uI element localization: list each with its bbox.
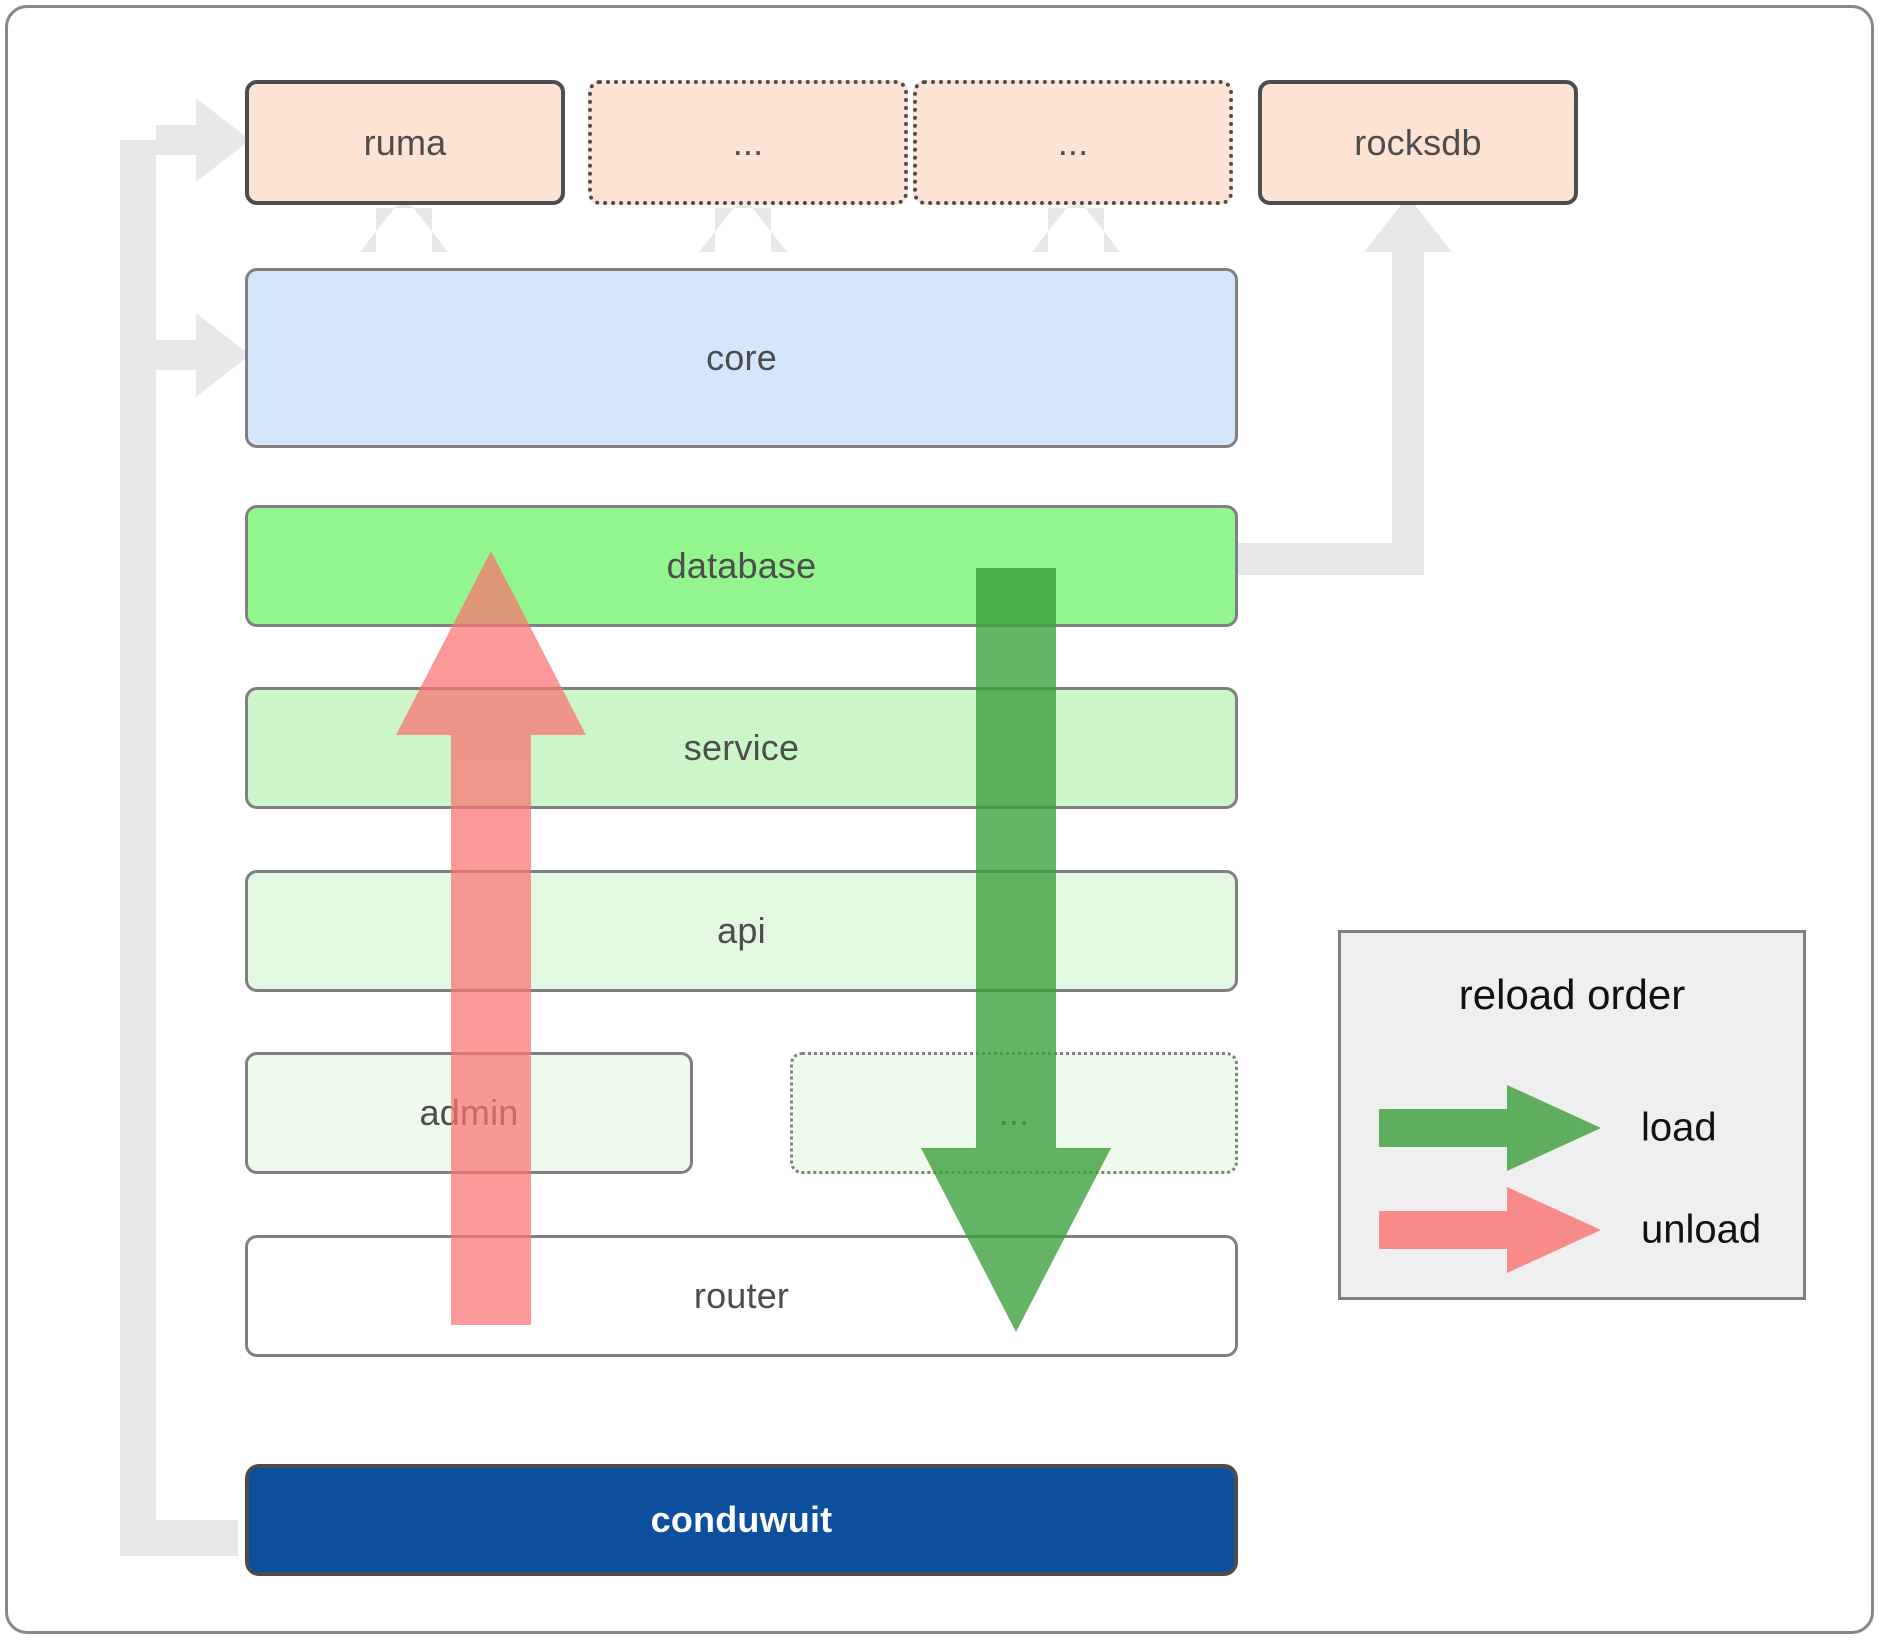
legend-label: load	[1641, 1105, 1717, 1150]
node-label: admin	[419, 1092, 519, 1133]
node-database[interactable]: database	[245, 505, 1238, 627]
node-rocksdb[interactable]: rocksdb	[1258, 80, 1578, 205]
legend-item-load: load	[1341, 1083, 1803, 1173]
legend-title: reload order	[1458, 971, 1686, 1018]
node-label: rocksdb	[1354, 121, 1482, 163]
node-label: ...	[732, 121, 764, 163]
node-ruma[interactable]: ruma	[245, 80, 565, 205]
node-admin[interactable]: admin	[245, 1052, 693, 1174]
node-label: core	[706, 337, 777, 378]
node-label: ...	[998, 1092, 1030, 1133]
node-label: router	[693, 1275, 790, 1316]
node-dots-2[interactable]: ...	[913, 80, 1233, 205]
legend-panel: reload order load unload	[1338, 930, 1806, 1300]
unload-arrow-icon	[1379, 1187, 1601, 1273]
node-router[interactable]: router	[245, 1235, 1238, 1357]
legend-label: unload	[1641, 1207, 1762, 1252]
node-label: service	[683, 727, 800, 768]
node-dots-1[interactable]: ...	[588, 80, 908, 205]
node-label: ruma	[363, 121, 447, 163]
legend-item-unload: unload	[1341, 1185, 1803, 1275]
node-label: ...	[1057, 121, 1089, 163]
node-label: api	[717, 910, 766, 951]
node-admin-more[interactable]: ...	[790, 1052, 1238, 1174]
node-label: conduwuit	[650, 1499, 833, 1540]
node-api[interactable]: api	[245, 870, 1238, 992]
node-core[interactable]: core	[245, 268, 1238, 448]
load-arrow-icon	[1379, 1085, 1601, 1171]
node-service[interactable]: service	[245, 687, 1238, 809]
node-conduwuit[interactable]: conduwuit	[245, 1464, 1238, 1576]
node-label: database	[666, 545, 817, 586]
